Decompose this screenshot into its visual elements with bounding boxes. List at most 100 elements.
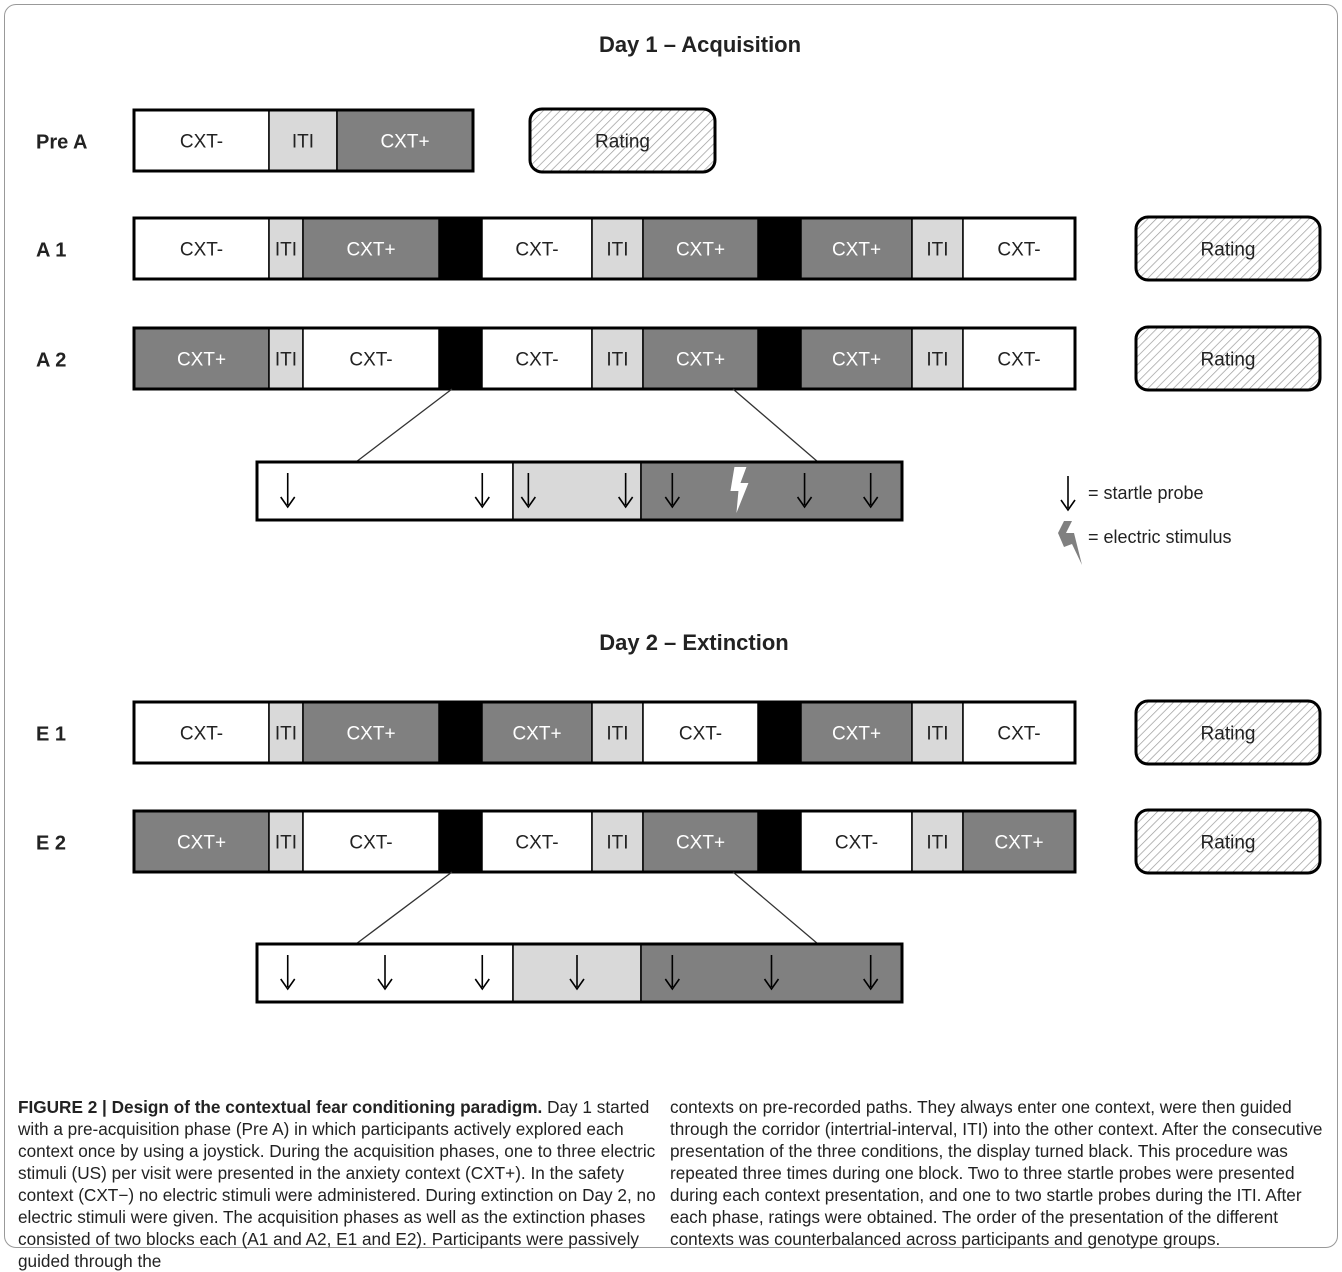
iti-segment xyxy=(591,217,644,280)
cxt-plus-segment xyxy=(800,217,913,280)
rating-box: Rating xyxy=(528,107,717,174)
legend-electric-label: = electric stimulus xyxy=(1088,527,1232,547)
cxt-minus-segment xyxy=(481,327,593,390)
iti-segment-label: ITI xyxy=(926,350,948,371)
iti-segment xyxy=(591,810,644,873)
iti-segment-label: ITI xyxy=(275,350,297,371)
figure-label: FIGURE 2 | Design of the contextual fear… xyxy=(18,1097,543,1117)
cxt-minus-segment-label: CXT- xyxy=(515,240,558,261)
cxt-minus-segment-label: CXT- xyxy=(835,833,878,854)
phase-label: E 2 xyxy=(36,833,66,855)
black-screen-segment xyxy=(758,702,801,763)
iti-segment-label: ITI xyxy=(275,240,297,261)
cxt-minus-segment-label: CXT- xyxy=(349,350,392,371)
rating-label: Rating xyxy=(1201,833,1256,854)
cxt-minus-segment xyxy=(642,701,759,764)
phase-label: A 1 xyxy=(36,240,66,262)
iti-segment-label: ITI xyxy=(606,724,628,745)
cxt-minus-segment-label: CXT- xyxy=(515,350,558,371)
cxt-plus-segment xyxy=(302,701,440,764)
iti-segment xyxy=(911,217,964,280)
black-screen-segment xyxy=(758,328,801,389)
phase-bar: CXT- ITI CXT+ CXT+ ITI CXT- CXT+ ITI CXT- xyxy=(132,700,1077,765)
iti-segment xyxy=(512,461,642,521)
cxt-minus-segment-label: CXT- xyxy=(515,833,558,854)
cxt-plus-segment xyxy=(133,327,270,390)
cxt-minus-segment-label: CXT- xyxy=(180,132,223,153)
expansion-outline xyxy=(255,942,904,1004)
iti-segment-label: ITI xyxy=(606,833,628,854)
cxt-plus-segment-label: CXT+ xyxy=(832,724,881,745)
rating-label: Rating xyxy=(1201,240,1256,261)
legend: = startle probe = electric stimulus xyxy=(1058,475,1232,565)
cxt-plus-segment-label: CXT+ xyxy=(177,833,226,854)
rating-label: Rating xyxy=(1201,724,1256,745)
phase-bar: CXT- ITI CXT+ CXT- ITI CXT+ CXT+ ITI CXT- xyxy=(132,216,1077,281)
cxt-minus-segment xyxy=(256,461,514,521)
phase-bar-outline xyxy=(132,216,1077,281)
black-screen-segment xyxy=(439,702,482,763)
phase-label: Pre A xyxy=(36,132,88,154)
phase-row: A 1 CXT- ITI CXT+ CXT- ITI CXT+ CXT+ ITI CXT- Rati… xyxy=(36,215,1322,282)
cxt-minus-segment-label: CXT- xyxy=(180,240,223,261)
cxt-plus-segment xyxy=(302,217,440,280)
cxt-minus-segment-label: CXT- xyxy=(349,833,392,854)
cxt-plus-segment-label: CXT+ xyxy=(346,724,395,745)
rating-box: Rating xyxy=(1134,808,1322,875)
caption-right-text: contexts on pre-recorded paths. They alw… xyxy=(670,1097,1323,1249)
phase-label: A 2 xyxy=(36,350,66,372)
black-screen-segment xyxy=(758,218,801,279)
rating-label: Rating xyxy=(1201,350,1256,371)
iti-segment-label: ITI xyxy=(606,350,628,371)
black-screen-segment xyxy=(439,218,482,279)
black-screen-segment xyxy=(439,811,482,872)
cxt-plus-segment-label: CXT+ xyxy=(676,350,725,371)
cxt-plus-segment-label: CXT+ xyxy=(832,350,881,371)
caption-left: FIGURE 2 | Design of the contextual fear… xyxy=(18,1096,658,1272)
black-screen-segment xyxy=(758,811,801,872)
cxt-minus-segment xyxy=(800,810,913,873)
iti-segment-label: ITI xyxy=(292,132,314,153)
phase-bar-outline xyxy=(132,700,1077,765)
iti-segment-label: ITI xyxy=(926,240,948,261)
phase-bar-outline xyxy=(132,326,1077,391)
cxt-plus-segment-label: CXT+ xyxy=(346,240,395,261)
iti-segment-label: ITI xyxy=(275,833,297,854)
cxt-plus-segment-label: CXT+ xyxy=(512,724,561,745)
black-screen-segment xyxy=(439,328,482,389)
iti-segment-label: ITI xyxy=(275,724,297,745)
cxt-plus-segment xyxy=(640,461,903,521)
cxt-minus-segment-label: CXT- xyxy=(679,724,722,745)
cxt-plus-segment-label: CXT+ xyxy=(177,350,226,371)
iti-segment xyxy=(268,217,304,280)
cxt-plus-segment-label: CXT+ xyxy=(832,240,881,261)
rating-box: Rating xyxy=(1134,215,1322,282)
phase-bar: CXT+ ITI CXT- CXT- ITI CXT+ CXT+ ITI CXT- xyxy=(132,326,1077,391)
iti-segment-label: ITI xyxy=(606,240,628,261)
expansion-outline xyxy=(255,460,904,522)
phase-bar-outline xyxy=(132,108,475,173)
iti-segment xyxy=(911,701,964,764)
cxt-plus-segment-label: CXT+ xyxy=(676,833,725,854)
cxt-plus-segment xyxy=(800,701,913,764)
day1-heading: Day 1 – Acquisition xyxy=(599,32,801,57)
rating-box: Rating xyxy=(1134,325,1322,392)
paradigm-diagram: Day 1 – Acquisition Day 2 – Extinction P… xyxy=(36,32,1322,1004)
iti-segment-label: ITI xyxy=(926,724,948,745)
cxt-minus-segment-label: CXT- xyxy=(997,350,1040,371)
phase-row: A 2 CXT+ ITI CXT- CXT- ITI CXT+ CXT+ ITI CXT- Rati… xyxy=(36,325,1322,392)
cxt-minus-segment-label: CXT- xyxy=(997,240,1040,261)
cxt-minus-segment-label: CXT- xyxy=(180,724,223,745)
cxt-minus-segment xyxy=(481,217,593,280)
figure-frame xyxy=(4,4,1338,1248)
cxt-plus-segment-label: CXT+ xyxy=(676,240,725,261)
iti-segment xyxy=(268,109,338,172)
phase-label: E 1 xyxy=(36,724,66,746)
cxt-minus-segment-label: CXT- xyxy=(997,724,1040,745)
day2-heading: Day 2 – Extinction xyxy=(599,630,789,655)
caption-right: contexts on pre-recorded paths. They alw… xyxy=(670,1096,1342,1250)
